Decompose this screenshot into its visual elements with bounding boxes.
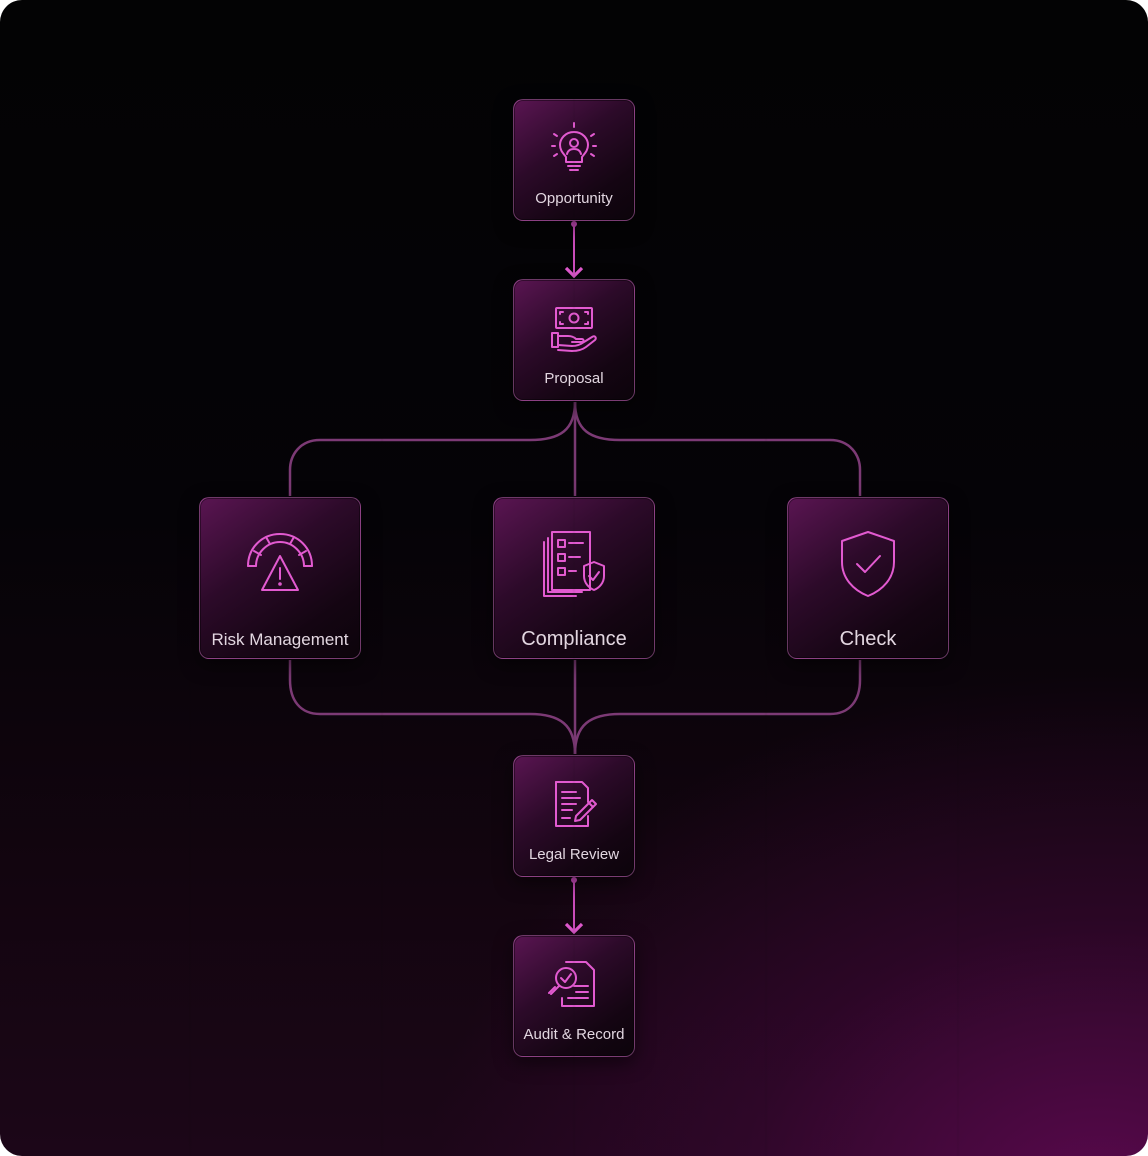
node-opportunity[interactable]: Opportunity	[513, 99, 635, 221]
document-pen-icon	[555, 781, 597, 827]
node-label: Proposal	[544, 370, 604, 387]
connector-dot-bottom	[571, 877, 577, 883]
shield-check-icon	[841, 531, 895, 597]
node-compliance[interactable]: Compliance	[493, 497, 655, 659]
node-legal-review[interactable]: Legal Review	[513, 755, 635, 877]
lightbulb-person-icon	[551, 122, 597, 171]
node-label: Legal Review	[528, 846, 620, 863]
node-label: Opportunity	[535, 190, 613, 207]
connector-dot-top	[571, 221, 577, 227]
node-risk-management[interactable]: Risk Management	[199, 497, 361, 659]
node-label: Risk Management	[211, 630, 349, 649]
node-label: Compliance	[521, 628, 627, 650]
document-magnifier-icon	[548, 961, 595, 1007]
node-label: Audit & Record	[523, 1026, 625, 1043]
branch-merge	[288, 660, 862, 755]
node-check[interactable]: Check	[787, 497, 949, 659]
node-label: Check	[839, 628, 897, 650]
node-audit-record[interactable]: Audit & Record	[513, 935, 635, 1057]
gauge-warning-icon	[247, 533, 313, 591]
node-proposal[interactable]: Proposal	[513, 279, 635, 401]
checklist-shield-icon	[543, 531, 605, 597]
branch-split	[288, 401, 862, 496]
hand-money-icon	[551, 307, 597, 352]
